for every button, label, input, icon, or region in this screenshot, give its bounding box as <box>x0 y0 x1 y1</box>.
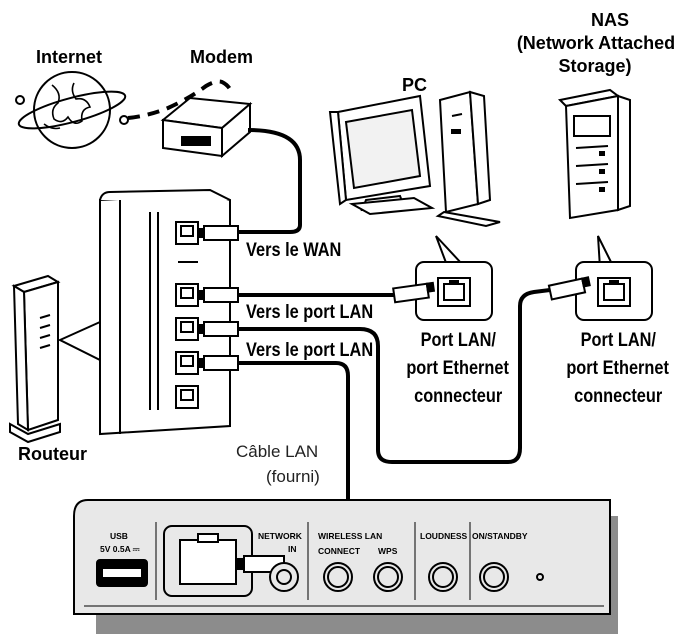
pc-icon <box>328 90 501 228</box>
usb-port <box>96 559 148 587</box>
on-standby-label: ON/STANDBY <box>472 531 528 541</box>
usb-label: USB <box>110 531 128 541</box>
internet-dashed-link <box>127 79 234 120</box>
vers-lan-label-2: Vers le port LAN <box>246 340 374 361</box>
pc-port-label-line2: port Ethernet <box>406 358 509 379</box>
router-ports <box>175 221 199 409</box>
panel-dividers <box>155 522 471 600</box>
pc-port-callout <box>415 235 493 321</box>
nas-port-label-line2: port Ethernet <box>566 358 669 379</box>
nas-label-line3: Storage) <box>558 56 632 76</box>
vers-wan-label: Vers le WAN <box>246 240 342 261</box>
nas-icon <box>557 88 631 220</box>
router-small-icon <box>9 274 61 444</box>
wireless-lan-label: WIRELESS LAN <box>318 531 383 541</box>
modem-label: Modem <box>190 47 253 67</box>
cable-label-line1: Câble LAN <box>236 442 319 461</box>
internet-label: Internet <box>36 47 103 67</box>
nas-label-line1: NAS <box>590 10 629 30</box>
nas-port-callout <box>575 235 653 321</box>
nas-port-label-line1: Port LAN/ <box>580 330 656 351</box>
pc-label: PC <box>402 75 428 95</box>
wan-cable <box>238 128 302 234</box>
internet-globe-icon <box>15 71 129 149</box>
pc-port-label-line3: connecteur <box>414 386 503 407</box>
nas-port-label-line3: connecteur <box>574 386 663 407</box>
connect-label: CONNECT <box>318 546 361 556</box>
network-port <box>163 525 253 597</box>
cable-label-line2: (fourni) <box>266 467 320 486</box>
panel-jacks <box>269 562 544 592</box>
usb-rating-label: 5V 0.5A ⎓ <box>100 544 140 554</box>
nas-plug <box>547 276 591 301</box>
router-zoom-connector <box>57 320 101 362</box>
nas-label-line2: (Network Attached <box>516 33 676 53</box>
pc-port-label-line1: Port LAN/ <box>420 330 496 351</box>
loudness-label: LOUDNESS <box>420 531 468 541</box>
vers-lan-label-1: Vers le port LAN <box>246 302 374 323</box>
wps-label: WPS <box>378 546 398 556</box>
modem-icon <box>160 96 253 159</box>
nas-lan-cable <box>238 288 551 464</box>
network-label: NETWORK <box>258 531 302 541</box>
pc-plug <box>392 281 436 304</box>
network-sub-label: IN <box>288 544 297 554</box>
router-label: Routeur <box>18 444 87 464</box>
